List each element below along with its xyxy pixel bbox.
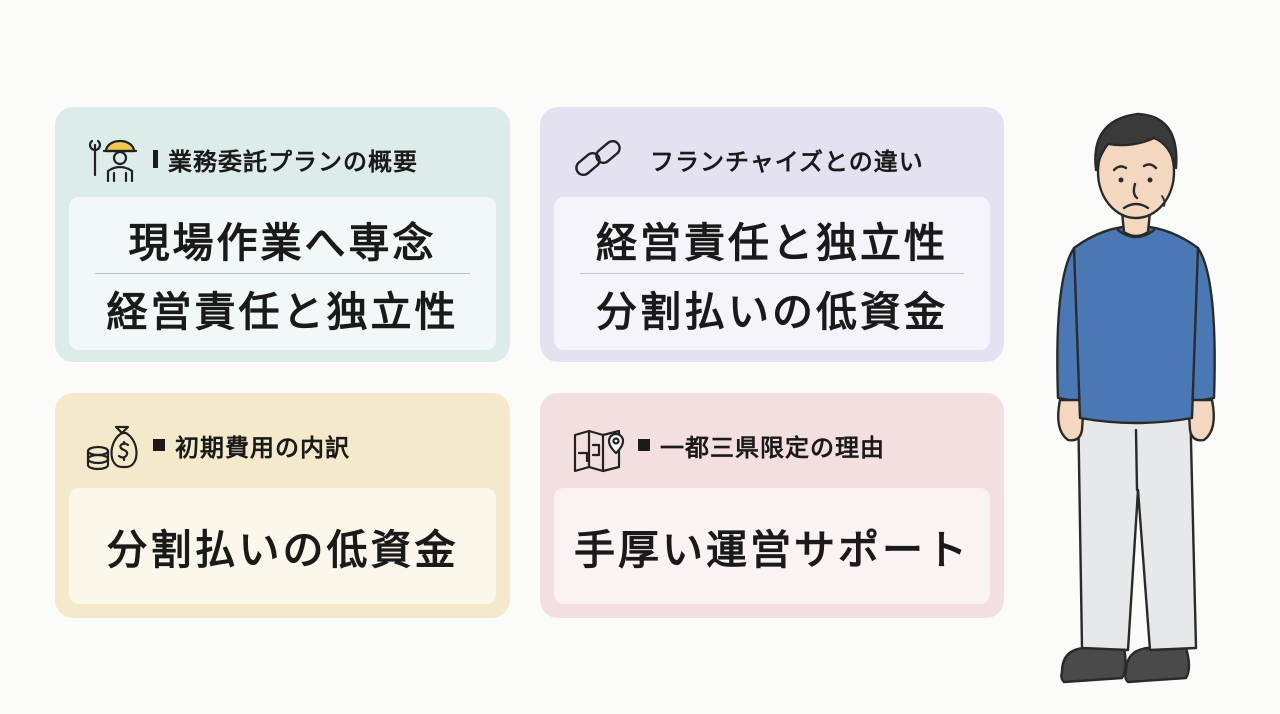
card-content: 現場作業へ専念 経営責任と独立性 bbox=[69, 197, 496, 350]
card-line: 手厚い運営サポート bbox=[574, 526, 970, 574]
card-header: フランチャイズとの違い bbox=[568, 129, 984, 189]
right-hand bbox=[1186, 398, 1215, 442]
card-business-outsourcing-overview: 業務委託プランの概要 現場作業へ専念 経営責任と独立性 bbox=[55, 107, 510, 362]
hair bbox=[1094, 112, 1178, 172]
card-one-metro-three-prefectures-reason: 一都三県限定の理由 手厚い運営サポート bbox=[540, 393, 1004, 618]
card-content: 分割払いの低資金 bbox=[69, 488, 496, 604]
title-bullet bbox=[153, 439, 165, 451]
money-bag-coins-icon bbox=[83, 417, 145, 473]
map-pin-icon bbox=[568, 417, 630, 473]
sweater bbox=[1072, 224, 1200, 425]
card-header: 初期費用の内訳 bbox=[83, 415, 490, 475]
divider bbox=[94, 273, 471, 274]
card-franchise-difference: フランチャイズとの違い 経営責任と独立性 分割払いの低資金 bbox=[540, 107, 1004, 362]
card-header: 業務委託プランの概要 bbox=[83, 129, 490, 189]
card-line: 分割払いの低資金 bbox=[106, 526, 459, 574]
card-initial-cost-breakdown: 初期費用の内訳 分割払いの低資金 bbox=[55, 393, 510, 618]
card-line: 経営責任と独立性 bbox=[106, 288, 459, 336]
card-line: 経営責任と独立性 bbox=[596, 219, 948, 267]
card-title: 一都三県限定の理由 bbox=[660, 433, 885, 462]
left-hand bbox=[1057, 398, 1086, 442]
card-title: フランチャイズとの違い bbox=[650, 147, 924, 176]
title-bullet bbox=[638, 439, 650, 451]
right-shoe bbox=[1124, 646, 1191, 684]
title-bullet bbox=[153, 150, 158, 168]
card-title: 業務委託プランの概要 bbox=[168, 147, 418, 176]
worker-with-wrench-icon bbox=[83, 131, 145, 187]
chain-link-icon bbox=[568, 131, 630, 187]
card-content: 経営責任と独立性 分割払いの低資金 bbox=[554, 197, 990, 350]
divider bbox=[580, 273, 964, 274]
card-header: 一都三県限定の理由 bbox=[568, 415, 984, 475]
worried-man-illustration bbox=[1056, 112, 1216, 684]
card-line: 分割払いの低資金 bbox=[596, 288, 948, 336]
card-content: 手厚い運営サポート bbox=[554, 488, 990, 604]
card-line: 現場作業へ専念 bbox=[128, 219, 437, 267]
left-shoe bbox=[1060, 646, 1127, 684]
pants bbox=[1076, 398, 1198, 652]
card-title: 初期費用の内訳 bbox=[175, 433, 350, 462]
